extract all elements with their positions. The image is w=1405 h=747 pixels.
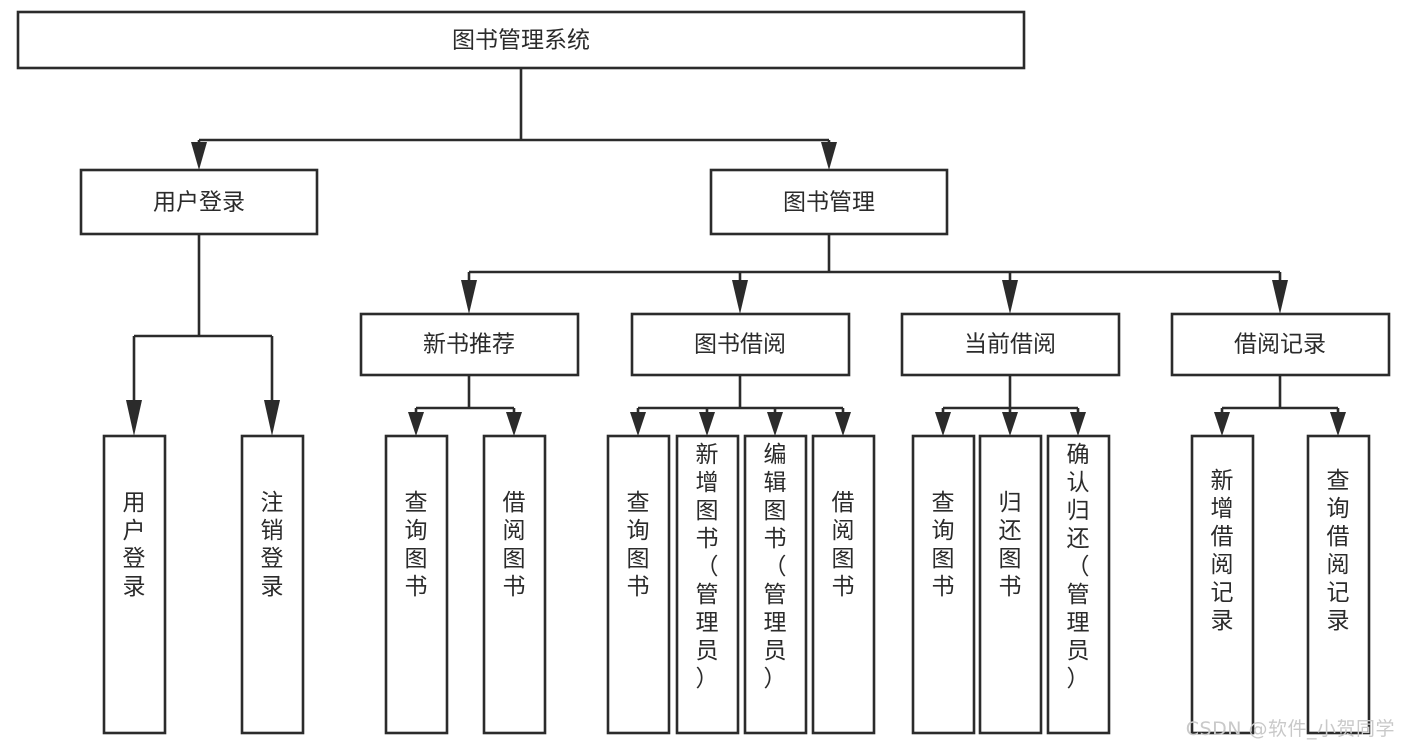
node-leaf-edit-book-label: 编辑图书（管理员） xyxy=(764,442,787,692)
node-new-book-recommend[interactable]: 新书推荐 xyxy=(359,312,580,377)
node-leaf-confirm-return-label: 确认归还（管理员） xyxy=(1067,442,1090,692)
arrow-to-book-management xyxy=(821,142,837,170)
node-user-login-box[interactable] xyxy=(79,168,319,236)
node-leaf-logout-login[interactable]: 注销登录 xyxy=(240,434,305,735)
arrow-to-book-borrow xyxy=(732,280,748,314)
connector-layer xyxy=(126,68,1346,436)
node-leaf-borrow-book-1-label: 借阅图书 xyxy=(503,490,526,600)
node-leaf-borrow-book-2-label: 借阅图书 xyxy=(832,490,855,600)
node-root[interactable]: 图书管理系统 xyxy=(16,10,1026,70)
arrow-to-leaf-return-book xyxy=(1002,412,1018,436)
node-leaf-query-book-2[interactable]: 查询图书 xyxy=(606,434,671,735)
arrow-to-leaf-query-book-1 xyxy=(408,412,424,436)
node-leaf-add-book-label: 新增图书（管理员） xyxy=(696,442,719,692)
node-borrow-record-label: 借阅记录 xyxy=(1234,332,1326,358)
node-leaf-user-login[interactable]: 用户登录 xyxy=(102,434,167,735)
arrow-to-leaf-user-login xyxy=(126,400,142,436)
node-current-borrow-label: 当前借阅 xyxy=(964,332,1056,358)
node-new-book-recommend-label: 新书推荐 xyxy=(423,332,515,358)
arrow-to-leaf-add-book xyxy=(699,412,715,436)
node-leaf-confirm-return[interactable]: 确认归还（管理员） xyxy=(1046,434,1111,735)
arrow-to-current-borrow xyxy=(1002,280,1018,314)
arrow-to-leaf-logout-login xyxy=(264,400,280,436)
node-current-borrow-box[interactable] xyxy=(900,312,1121,377)
node-leaf-user-login-label: 用户登录 xyxy=(123,490,146,600)
node-leaf-query-book-3-label: 查询图书 xyxy=(932,490,955,600)
node-leaf-logout-login-label: 注销登录 xyxy=(261,490,284,600)
node-leaf-query-book-1[interactable]: 查询图书 xyxy=(384,434,449,735)
node-leaf-borrow-book-1[interactable]: 借阅图书 xyxy=(482,434,547,735)
node-book-borrow-box[interactable] xyxy=(630,312,851,377)
node-leaf-add-book-box[interactable] xyxy=(675,434,740,735)
arrow-to-leaf-edit-book xyxy=(767,412,783,436)
node-leaf-borrow-book-2[interactable]: 借阅图书 xyxy=(811,434,876,735)
node-root-label: 图书管理系统 xyxy=(452,28,590,54)
node-user-login-label: 用户登录 xyxy=(153,190,245,216)
node-leaf-user-login-box[interactable] xyxy=(102,434,167,735)
node-leaf-query-record-box[interactable] xyxy=(1306,434,1371,735)
node-leaf-add-record-label: 新增借阅记录 xyxy=(1211,468,1234,634)
node-borrow-record-box[interactable] xyxy=(1170,312,1391,377)
node-root-box[interactable] xyxy=(16,10,1026,70)
node-leaf-add-book[interactable]: 新增图书（管理员） xyxy=(675,434,740,735)
node-leaf-logout-login-box[interactable] xyxy=(240,434,305,735)
node-book-borrow[interactable]: 图书借阅 xyxy=(630,312,851,377)
node-leaf-return-book-box[interactable] xyxy=(978,434,1043,735)
arrow-to-leaf-confirm-return xyxy=(1070,412,1086,436)
arrow-to-user-login xyxy=(191,142,207,170)
arrow-to-leaf-query-book-2 xyxy=(630,412,646,436)
node-leaf-return-book-label: 归还图书 xyxy=(999,490,1022,600)
arrow-to-borrow-record xyxy=(1272,280,1288,314)
node-leaf-query-book-1-label: 查询图书 xyxy=(405,490,428,600)
node-leaf-borrow-book-1-box[interactable] xyxy=(482,434,547,735)
node-borrow-record[interactable]: 借阅记录 xyxy=(1170,312,1391,377)
arrow-to-leaf-query-record xyxy=(1330,412,1346,436)
arrow-to-leaf-borrow-book-1 xyxy=(506,412,522,436)
node-leaf-borrow-book-2-box[interactable] xyxy=(811,434,876,735)
node-leaf-return-book[interactable]: 归还图书 xyxy=(978,434,1043,735)
node-leaf-edit-book[interactable]: 编辑图书（管理员） xyxy=(743,434,808,735)
node-new-book-recommend-box[interactable] xyxy=(359,312,580,377)
node-leaf-query-book-3-box[interactable] xyxy=(911,434,976,735)
node-leaf-query-book-2-label: 查询图书 xyxy=(627,490,650,600)
node-book-borrow-label: 图书借阅 xyxy=(694,332,786,358)
node-leaf-confirm-return-box[interactable] xyxy=(1046,434,1111,735)
node-book-management-label: 图书管理 xyxy=(783,190,875,216)
node-leaf-query-book-1-box[interactable] xyxy=(384,434,449,735)
node-leaf-query-book-2-box[interactable] xyxy=(606,434,671,735)
arrow-to-leaf-query-book-3 xyxy=(935,412,951,436)
node-leaf-query-book-3[interactable]: 查询图书 xyxy=(911,434,976,735)
node-leaf-add-record-box[interactable] xyxy=(1190,434,1255,735)
node-leaf-query-record-label: 查询借阅记录 xyxy=(1327,468,1350,634)
node-current-borrow[interactable]: 当前借阅 xyxy=(900,312,1121,377)
node-leaf-edit-book-box[interactable] xyxy=(743,434,808,735)
node-book-management[interactable]: 图书管理 xyxy=(709,168,949,236)
node-leaf-add-record[interactable]: 新增借阅记录 xyxy=(1190,434,1255,735)
arrow-to-leaf-add-record xyxy=(1214,412,1230,436)
node-leaf-query-record[interactable]: 查询借阅记录 xyxy=(1306,434,1371,735)
arrow-to-new-book-recommend xyxy=(461,280,477,314)
arrow-to-leaf-borrow-book-2 xyxy=(835,412,851,436)
node-book-management-box[interactable] xyxy=(709,168,949,236)
node-user-login[interactable]: 用户登录 xyxy=(79,168,319,236)
